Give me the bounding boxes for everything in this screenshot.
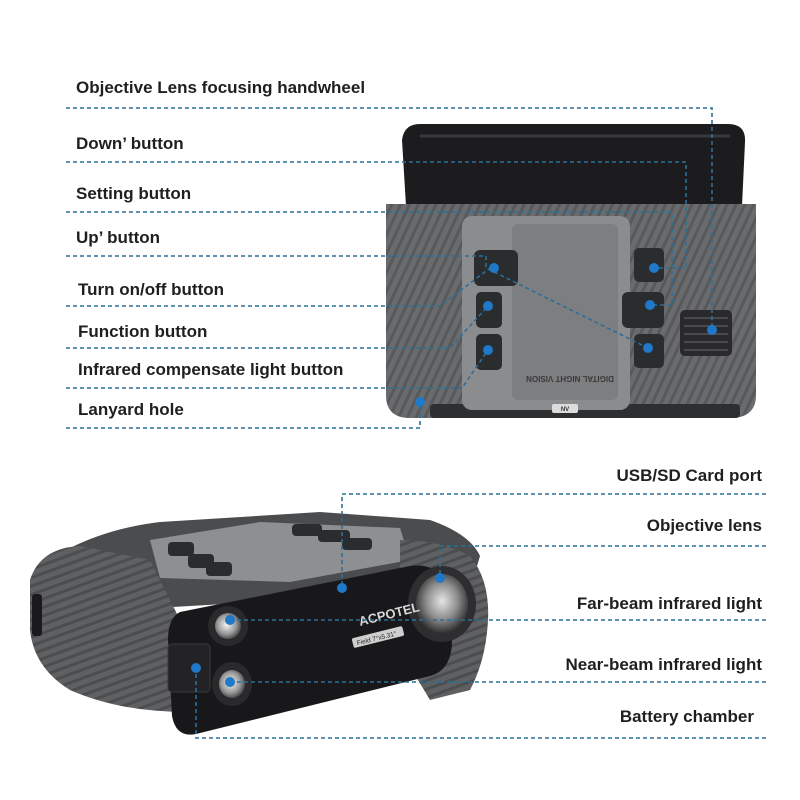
label-focus-wheel: Objective Lens focusing handwheel: [76, 78, 366, 97]
dot-lanyard-hole: [415, 397, 425, 407]
leader-function-button: [66, 305, 489, 349]
label-near-beam: Near-beam infrared light: [565, 655, 763, 674]
label-ir-button: Infrared compensate light button: [78, 360, 344, 379]
label-usb-port: USB/SD Card port: [616, 466, 762, 485]
label-power-button: Turn on/off button: [78, 280, 225, 299]
dot-function-button: [483, 301, 493, 311]
label-function-button: Function button: [78, 322, 208, 341]
bottom-button-3: [206, 562, 232, 576]
dot-up-button: [643, 343, 653, 353]
dot-setting-button: [645, 300, 655, 310]
leader-down-button: [66, 161, 687, 269]
bottom-button-1: [168, 542, 194, 556]
label-up-button: Up’ button: [76, 228, 161, 247]
bottom-button-4: [292, 524, 322, 536]
leader-battery: [195, 668, 766, 739]
label-far-beam: Far-beam infrared light: [576, 594, 762, 613]
bottom-left-grip: [30, 546, 190, 712]
eyecup: [402, 124, 746, 206]
bottom-button-6: [342, 538, 372, 550]
leader-dots: [191, 263, 717, 687]
down-button: [634, 248, 664, 282]
dot-objective-lens: [435, 573, 445, 583]
label-down-button: Down’ button: [76, 134, 184, 153]
top-device: DIGITAL NIGHT VISION NV: [386, 124, 756, 418]
dot-down-button: [649, 263, 659, 273]
top-plate-text: DIGITAL NIGHT VISION: [526, 374, 614, 383]
leader-lines: [66, 107, 766, 739]
dot-power-button: [489, 263, 499, 273]
dot-battery: [191, 663, 201, 673]
leader-power-button: [66, 267, 491, 307]
dot-far-beam: [225, 615, 235, 625]
leader-up-button: [66, 255, 649, 349]
dot-near-beam: [225, 677, 235, 687]
bottom-device: ACPOTEL Field 7°x5.31°: [30, 512, 489, 735]
label-objective-lens: Objective lens: [646, 516, 762, 535]
dot-ir-button: [483, 345, 493, 355]
leader-setting-button: [66, 211, 673, 306]
leader-objective-lens: [439, 545, 766, 578]
battery-door: [167, 643, 211, 693]
leader-usb-port: [341, 493, 766, 588]
leader-ir-button: [66, 349, 489, 389]
label-setting-button: Setting button: [76, 184, 192, 203]
leader-lanyard-hole: [66, 402, 421, 429]
dot-focus-wheel: [707, 325, 717, 335]
label-battery: Battery chamber: [619, 707, 754, 726]
dot-usb-port: [337, 583, 347, 593]
objective-lens-glass: [416, 574, 468, 634]
setting-button: [622, 292, 664, 328]
badge-text: NV: [561, 407, 569, 413]
label-lanyard-hole: Lanyard hole: [78, 400, 184, 419]
leader-focus-wheel: [66, 107, 713, 330]
